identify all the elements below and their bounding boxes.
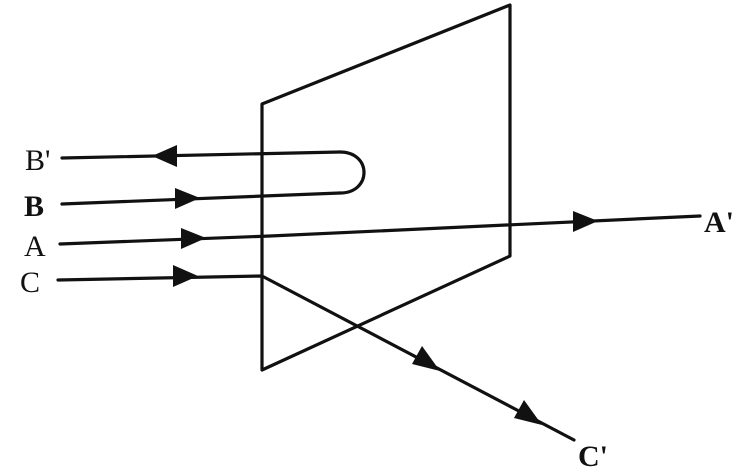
ray-b-prime-line bbox=[60, 150, 342, 160]
arrow-a-right bbox=[181, 228, 206, 249]
arrow-b-right bbox=[175, 188, 200, 209]
arrow-b-prime-left bbox=[152, 145, 177, 167]
label-c-prime: C' bbox=[578, 440, 608, 473]
label-c: C bbox=[20, 266, 40, 299]
label-a: A bbox=[24, 230, 46, 263]
ray-c-line bbox=[56, 274, 576, 442]
ray-a-line bbox=[58, 214, 702, 246]
ray-b-line bbox=[60, 191, 342, 206]
label-b-prime: B' bbox=[25, 144, 50, 177]
tilted-plate bbox=[260, 3, 512, 372]
label-a-prime: A' bbox=[704, 206, 734, 239]
arrow-c-prime-lower bbox=[514, 400, 542, 425]
arrow-c-right bbox=[173, 265, 198, 287]
arrow-a-prime-right bbox=[573, 211, 598, 232]
arrow-c-prime-upper bbox=[412, 346, 440, 371]
ray-b-reflection-loop bbox=[338, 150, 366, 195]
label-b: B bbox=[24, 190, 44, 223]
